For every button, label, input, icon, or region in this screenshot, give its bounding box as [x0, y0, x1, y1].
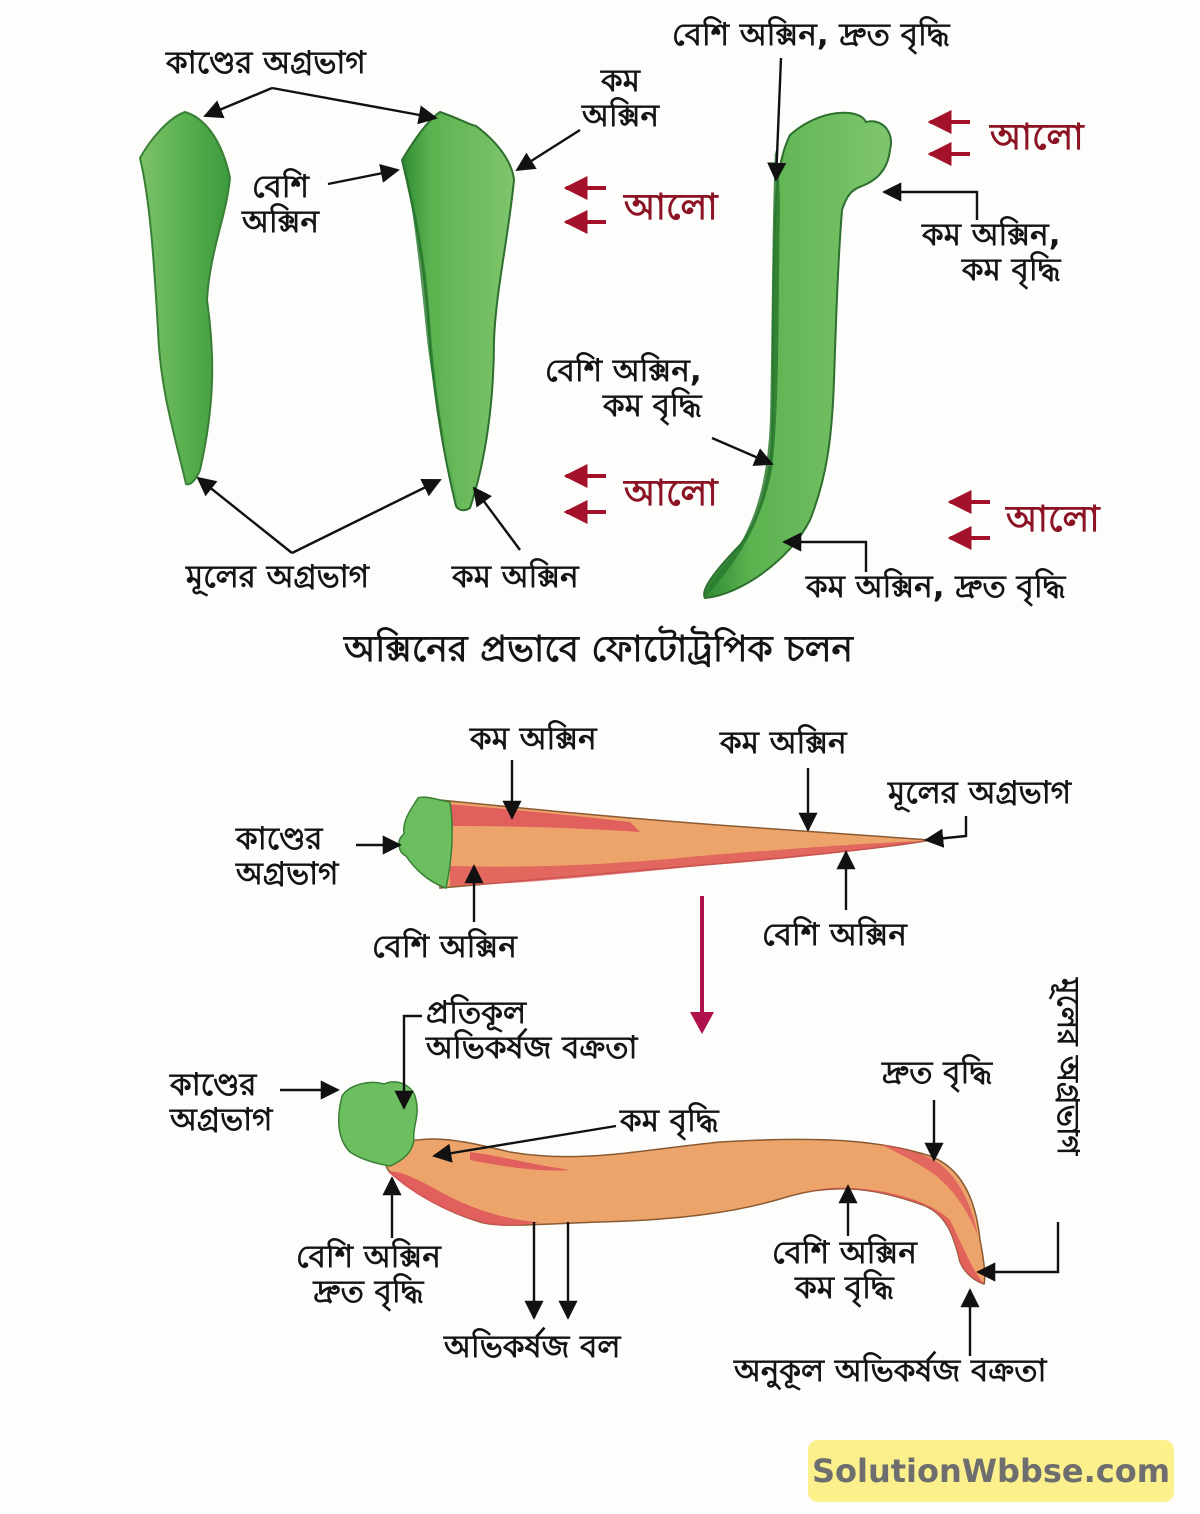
shoot-specimen-2 — [400, 110, 516, 512]
leader-less-auxin-top — [515, 128, 581, 172]
bent-shoot-specimen — [703, 111, 892, 600]
leader-c-root-tip — [976, 1222, 1060, 1282]
label-less-auxin-less-growth: কম অক্সিন, কম বৃদ্ধি — [922, 217, 1061, 288]
label-c-positive-geo: অনুকূল অভিকর্ষজ বক্রতা — [734, 1353, 1047, 1389]
curved-leaders — [280, 1014, 1060, 1356]
shoot-specimen-1 — [138, 110, 232, 486]
leader-less-auxin-fast — [782, 532, 868, 572]
curved-auxin-bottom-right — [790, 1187, 984, 1284]
label-c-negative-geo: প্রতিকূল অভিকর্ষজ বক্রতা — [426, 995, 638, 1066]
label-light-1: আলো — [624, 187, 718, 228]
horizontal-leaders — [356, 760, 968, 922]
label-h-root-tip: মূলের অগ্রভাগ — [888, 775, 1072, 811]
label-h-more-auxin-1: বেশি অক্সিন — [372, 929, 517, 965]
top-leader-lines — [196, 57, 979, 572]
label-more-auxin-less-growth: বেশি অক্সিন, কম বৃদ্ধি — [545, 353, 702, 424]
transition-arrow — [690, 896, 714, 1034]
label-light-4: আলো — [1006, 499, 1100, 540]
watermark-badge: SolutionWbbse.com — [808, 1440, 1174, 1502]
curved-auxin-top-right — [880, 1144, 978, 1236]
leader-shoot-tip-1 — [203, 86, 273, 119]
label-c-fast-growth: দ্রুত বৃদ্ধি — [882, 1055, 993, 1091]
label-shoot-tip: কাণ্ডের অগ্রভাগ — [166, 45, 366, 81]
leader-more-auxin — [327, 163, 400, 186]
label-more-auxin-fast-growth: বেশি অক্সিন, দ্রুত বৃদ্ধি — [672, 17, 950, 53]
leader-more-auxin-fast — [767, 57, 787, 182]
curved-auxin-bottom-left — [388, 1171, 540, 1226]
label-c-root-tip-vertical: মূলের অগ্রভাগ — [1050, 978, 1085, 1156]
horizontal-auxin-bottom — [450, 841, 928, 886]
leader-less-auxin-less-growth — [882, 182, 979, 220]
label-c-gravity-force: অভিকর্ষজ বল — [444, 1329, 621, 1365]
label-h-shoot-tip: কাণ্ডের অগ্রভাগ — [236, 821, 339, 892]
leader-root-tip-2 — [291, 478, 442, 555]
label-less-auxin-fast-growth: কম অক্সিন, দ্রুত বৃদ্ধি — [806, 569, 1066, 605]
label-c-less-growth: কম বৃদ্ধি — [620, 1103, 719, 1139]
leader-root-tip-1 — [196, 476, 293, 554]
label-h-less-auxin-2: কম অক্সিন — [720, 725, 847, 761]
label-less-auxin-top: কম অক্সিন — [582, 63, 659, 134]
label-c-shoot-tip: কাণ্ডের অগ্রভাগ — [170, 1067, 273, 1138]
label-root-tip: মূলের অগ্রভাগ — [186, 559, 370, 595]
label-c-more-auxin-less: বেশি অক্সিন কম বৃদ্ধি — [772, 1235, 917, 1306]
curved-seedling-shoot — [337, 1081, 418, 1167]
leader-less-auxin-bottom — [472, 486, 521, 551]
label-light-2: আলো — [990, 117, 1084, 158]
leader-h-root-tip — [924, 816, 968, 848]
leader-c-negative-geo — [394, 1014, 422, 1110]
label-more-auxin: বেশি অক্সিন — [242, 169, 319, 240]
label-h-less-auxin-1: কম অক্সিন — [470, 721, 597, 757]
light-arrows — [563, 110, 990, 550]
label-c-more-auxin-fast: বেশি অক্সিন দ্রুত বৃদ্ধি — [296, 1239, 441, 1310]
label-light-3: আলো — [624, 473, 718, 514]
horizontal-auxin-top — [446, 804, 640, 832]
curved-auxin-top — [470, 1152, 570, 1171]
leader-c-less-growth — [432, 1124, 617, 1163]
leader-shoot-tip-2 — [271, 86, 438, 125]
caption-phototropic: অক্সিনের প্রভাবে ফোটোট্রপিক চলন — [344, 629, 854, 670]
label-h-more-auxin-2: বেশি অক্সিন — [762, 917, 907, 953]
leader-more-auxin-less-growth — [711, 436, 774, 466]
horizontal-seedling-shoot — [398, 796, 453, 889]
label-less-auxin-bottom: কম অক্সিন — [452, 559, 579, 595]
shoot-specimen-2-dark-side — [404, 162, 458, 505]
